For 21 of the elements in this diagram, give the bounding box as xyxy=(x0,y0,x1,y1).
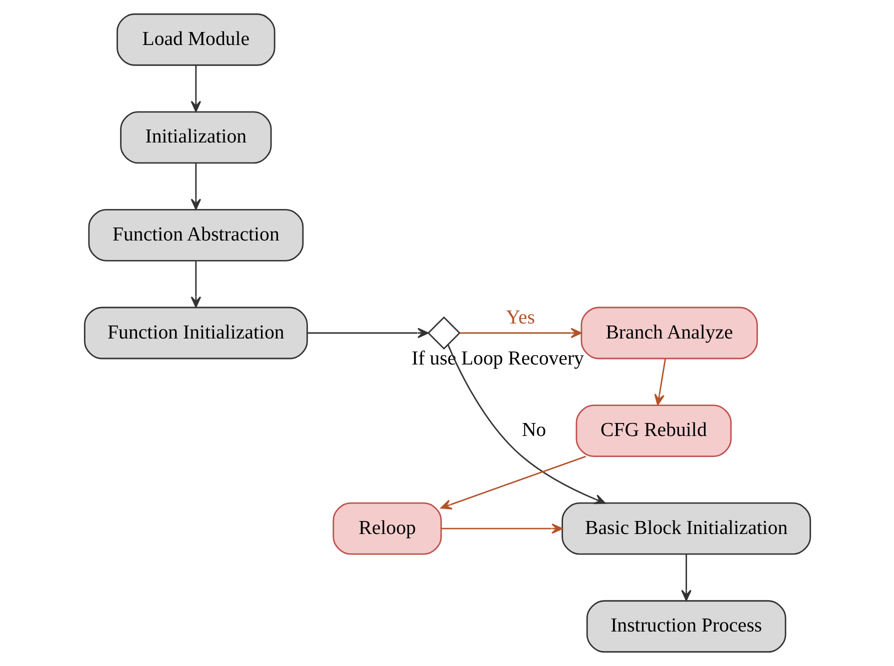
node-box: CFG Rebuild xyxy=(575,404,732,458)
node-box: Function Initialization xyxy=(83,306,308,360)
arrow xyxy=(190,163,201,210)
node-box: Initialization xyxy=(120,111,272,164)
node-diamond xyxy=(426,316,460,350)
node-box: Function Abstraction xyxy=(88,208,304,262)
arrow xyxy=(680,554,691,601)
edge-label: Yes xyxy=(506,306,534,328)
node-box: Reloop xyxy=(332,502,442,555)
arrow xyxy=(446,344,605,504)
node-box: Basic Block Initialization xyxy=(561,502,811,555)
arrow xyxy=(306,328,428,338)
node-box: Instruction Process xyxy=(586,600,786,653)
arrow xyxy=(459,328,582,338)
arrow xyxy=(190,65,201,112)
arrow xyxy=(441,523,562,534)
arrow xyxy=(654,358,666,406)
node-box: Load Module xyxy=(116,13,275,66)
arrow xyxy=(190,261,201,308)
arrow xyxy=(440,456,586,510)
edge-label: No xyxy=(521,419,546,442)
